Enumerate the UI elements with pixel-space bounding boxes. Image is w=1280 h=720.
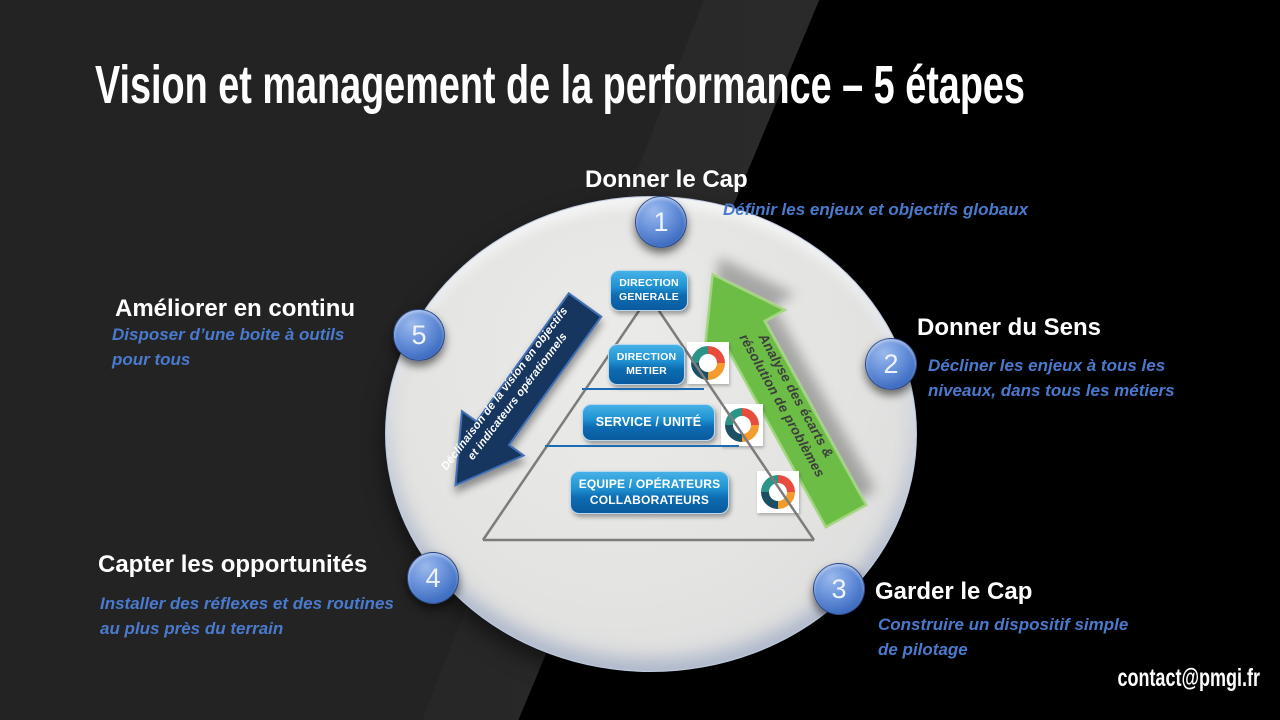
level-separator	[582, 388, 704, 390]
pdca-ring-hole	[769, 483, 787, 501]
step-3-description: Construire un dispositif simple de pilot…	[878, 615, 1129, 659]
step-1-badge: 1	[635, 196, 687, 248]
level-separator	[545, 445, 739, 447]
pdca-wheel-icon	[721, 404, 763, 446]
step-4-description: Installer des réflexes et des routines a…	[100, 594, 394, 638]
level-equipe-operateurs: EQUIPE / OPÉRATEURS COLLABORATEURS	[570, 471, 729, 514]
declinaison-arrow	[454, 291, 603, 487]
pdca-ring-hole	[699, 354, 717, 372]
step-5-title: Améliorer en continu	[115, 295, 356, 322]
step-2-description: Décliner les enjeux à tous les niveaux, …	[928, 356, 1175, 400]
step-3-title: Garder le Cap	[875, 578, 1033, 605]
pyramid-edge-right	[647, 295, 816, 541]
step-5-description: Disposer d’une boite à outils pour tous	[112, 325, 345, 369]
step-5-badge: 5	[393, 309, 445, 361]
step-2-badge: 2	[865, 338, 917, 390]
pyramid-edge-left	[481, 295, 651, 541]
pdca-ring-hole	[733, 416, 751, 434]
contact-email: contact@pmgi.fr	[1117, 664, 1260, 692]
step-2-title: Donner du Sens	[917, 314, 1102, 341]
step-1-title: Donner le Cap	[585, 166, 748, 193]
step-1-description: Définir les enjeux et objectifs globaux	[723, 200, 1029, 219]
step-4-badge: 4	[407, 552, 459, 604]
level-direction-metier: DIRECTION METIER	[608, 344, 685, 385]
step-4-title: Capter les opportunités	[98, 551, 368, 578]
level-direction-generale: DIRECTION GENERALE	[610, 270, 688, 311]
level-service-unite: SERVICE / UNITÉ	[582, 404, 715, 441]
step-3-badge: 3	[813, 563, 865, 615]
page-title: Vision et management de la performance –…	[95, 55, 1025, 116]
